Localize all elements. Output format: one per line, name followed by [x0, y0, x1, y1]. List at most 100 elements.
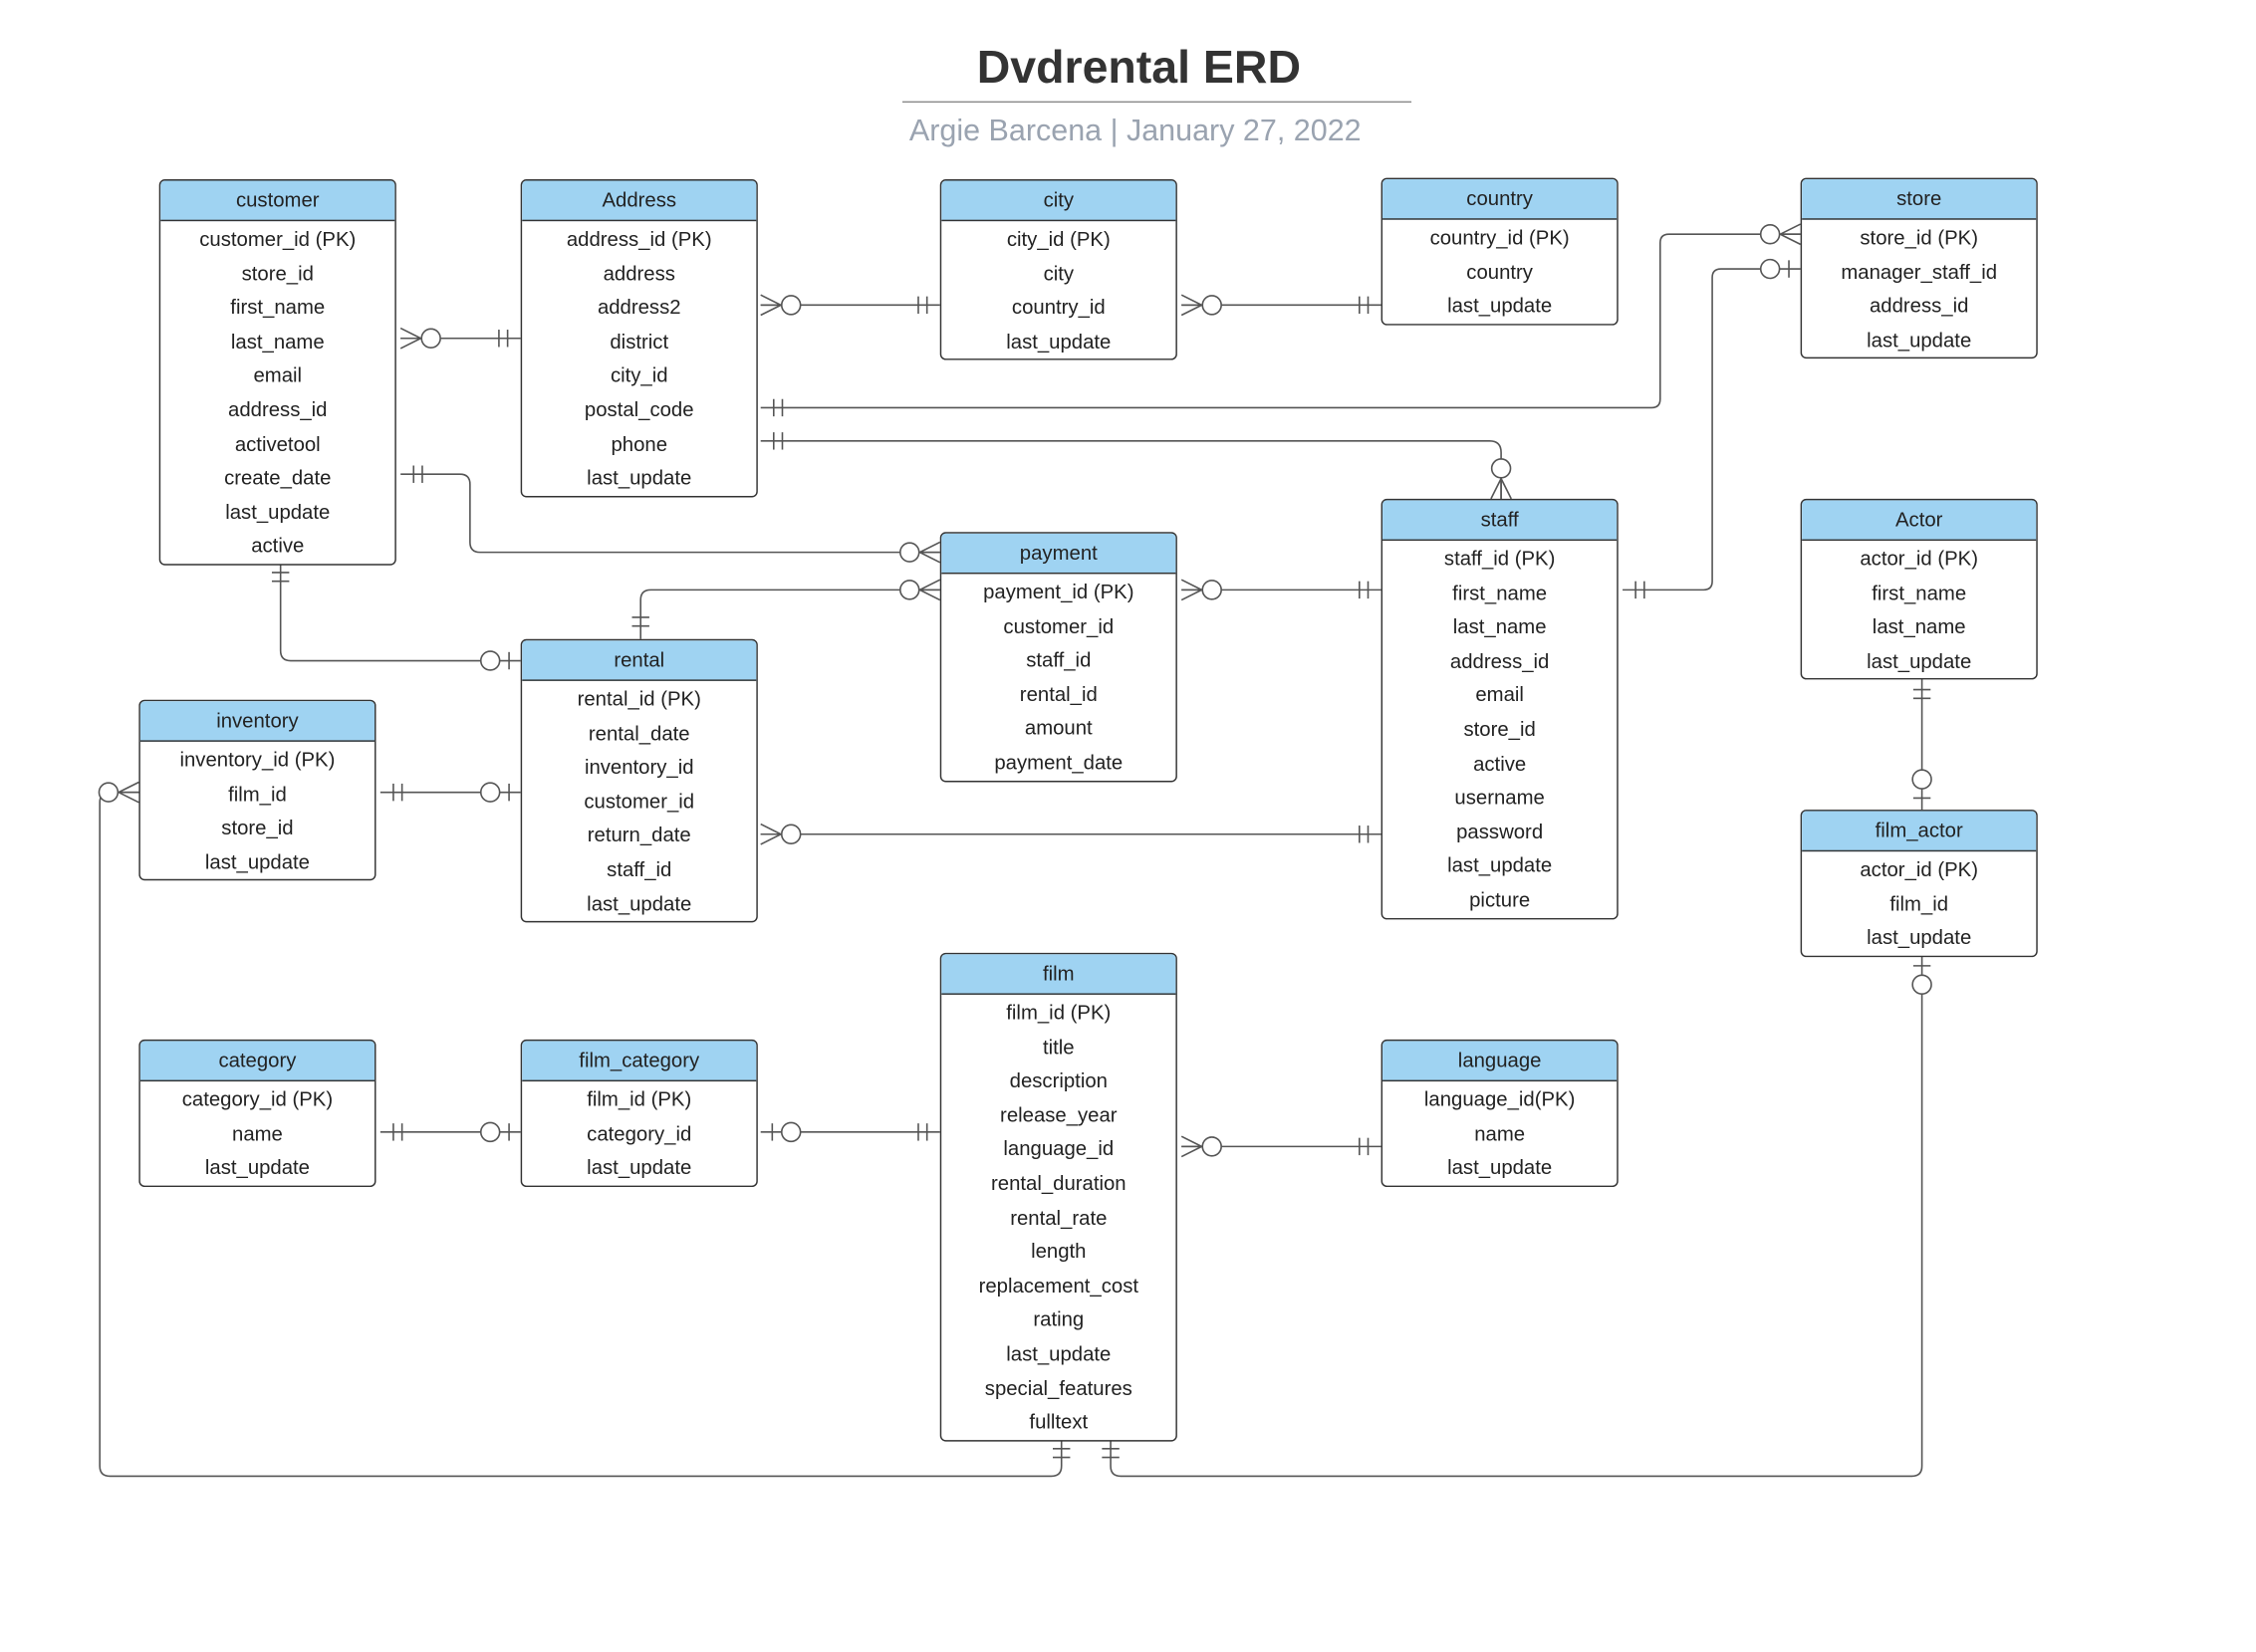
entity-attribute: last_update — [587, 465, 692, 489]
diagram-subtitle: Argie Barcena | January 27, 2022 — [908, 114, 1362, 148]
entity-attribute: email — [253, 362, 303, 387]
cardinality-crowfoot — [1180, 294, 1204, 317]
entity-header: language — [1382, 1041, 1618, 1082]
entity-header: film_actor — [1802, 811, 2037, 852]
relationship-line — [400, 473, 940, 554]
entity-attribute: language_id — [1003, 1136, 1115, 1160]
entity-attribute: last_update — [1867, 648, 1972, 672]
entity-attribute: address_id — [1869, 294, 1969, 318]
entity-attribute: replacement_cost — [978, 1273, 1139, 1298]
entity-attribute: release_year — [1000, 1102, 1118, 1126]
cardinality-crowfoot — [917, 541, 941, 564]
cardinality-ring — [1201, 580, 1222, 600]
cardinality-crowfoot — [399, 327, 423, 350]
entity-attribute: last_update — [1447, 294, 1553, 318]
entity-attribute: last_update — [1447, 1155, 1553, 1179]
entity-attribute: description — [1009, 1068, 1108, 1092]
entity-header: film — [941, 954, 1176, 995]
entity-attribute: city_id — [610, 362, 668, 387]
entity-attribute: address_id — [228, 397, 328, 421]
entity-attribute: store_id — [221, 816, 294, 839]
entity-attribute: active — [1473, 751, 1527, 775]
entity-attribute: rating — [1033, 1307, 1085, 1331]
cardinality-crowfoot — [117, 781, 139, 804]
cardinality-crowfoot — [760, 823, 783, 845]
entity-attribute: staff_id — [607, 856, 672, 881]
relationship-line — [760, 440, 1502, 499]
entity-attribute: staff_id (PK) — [1443, 546, 1556, 571]
title-underline — [901, 101, 1412, 104]
cardinality-ring — [479, 782, 501, 803]
cardinality-ring — [420, 328, 441, 349]
cardinality-crowfoot — [917, 579, 941, 601]
entity-header: country — [1382, 179, 1618, 220]
relationship-line — [1110, 954, 1923, 1478]
entity-attribute: last_update — [225, 500, 331, 524]
entity-header: city — [941, 180, 1176, 222]
entity-attribute: staff_id — [1026, 647, 1092, 671]
entity-attribute: inventory_id — [584, 755, 694, 779]
entity-attribute: rental_id — [1019, 681, 1098, 706]
entity-attribute: last_update — [1867, 328, 1972, 352]
relationship-line — [760, 233, 1801, 409]
entity-header: payment — [941, 533, 1176, 575]
entity-attribute: phone — [611, 431, 668, 455]
entity-attribute: last_update — [204, 1155, 311, 1179]
entity-header: store — [1802, 179, 2037, 220]
cardinality-ring — [1759, 258, 1781, 280]
entity-attribute: create_date — [224, 465, 332, 489]
entity-header: Actor — [1802, 500, 2037, 542]
entity-header: inventory — [139, 701, 376, 742]
cardinality-ring — [899, 580, 920, 600]
entity-attribute: address_id (PK) — [566, 226, 712, 251]
entity-attribute: country — [1466, 259, 1533, 283]
entity-header: Address — [522, 180, 757, 222]
entity-attribute: first_name — [230, 295, 326, 319]
entity-header: category — [139, 1041, 376, 1082]
entity-attribute: actor_id (PK) — [1860, 856, 1979, 881]
cardinality-ring — [1490, 458, 1512, 479]
entity-attribute: first_name — [1452, 581, 1548, 604]
entity-attribute: last_name — [1872, 614, 1966, 638]
cardinality-ring — [1201, 1136, 1222, 1157]
entity-attribute: special_features — [984, 1375, 1132, 1399]
cardinality-ring — [479, 650, 501, 671]
entity-attribute: address — [603, 261, 675, 285]
cardinality-crowfoot — [1180, 1135, 1204, 1158]
entity-attribute: email — [1475, 682, 1524, 707]
diagram-title: Dvdrental ERD — [976, 40, 1302, 93]
entity-attribute: username — [1454, 785, 1545, 809]
entity-attribute: return_date — [587, 823, 691, 846]
entity-attribute: last_update — [587, 891, 692, 915]
cardinality-crowfoot — [1778, 223, 1802, 246]
entity-attribute: fulltext — [1029, 1409, 1089, 1434]
entity-attribute: amount — [1024, 716, 1093, 740]
entity-attribute: last_name — [230, 329, 325, 353]
relationship-line — [639, 589, 940, 639]
entity-attribute: last_update — [587, 1155, 692, 1179]
entity-attribute: country_id — [1011, 295, 1106, 319]
relationship-line — [1623, 268, 1801, 591]
entity-attribute: store_id — [1463, 717, 1536, 741]
cardinality-ring — [780, 295, 802, 316]
cardinality-ring — [1201, 295, 1222, 316]
entity-attribute: film_id — [1889, 891, 1949, 915]
entity-attribute: rental_rate — [1010, 1205, 1108, 1229]
entity-attribute: first_name — [1872, 581, 1967, 604]
entity-attribute: address2 — [597, 295, 681, 319]
